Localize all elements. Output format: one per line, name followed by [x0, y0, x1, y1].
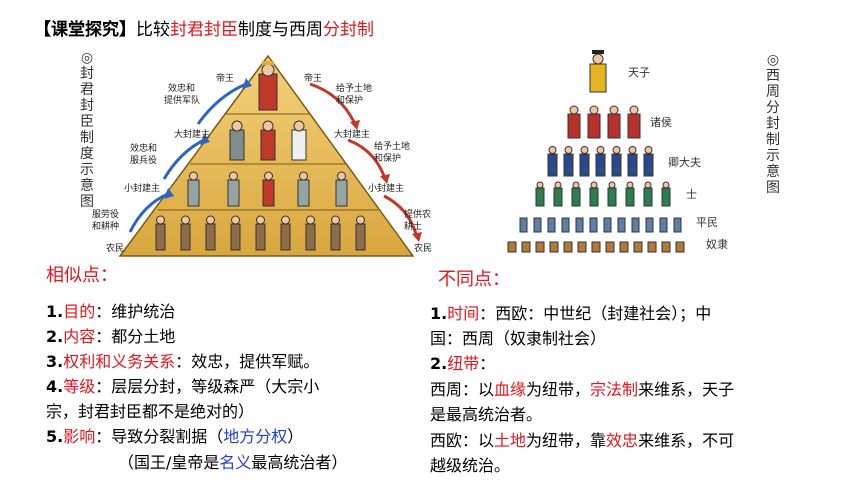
label-peasant-right: 农民 [414, 244, 433, 254]
label-tianzi: 天子 [628, 66, 650, 79]
similar-item-4-cont: 宗，封君封臣都不是绝对的） [46, 402, 255, 421]
feudal-diagram-caption: ◎封君封臣制度示意图 [78, 50, 96, 210]
label-great-lord-left: 大封建主 [174, 130, 211, 140]
label-provide-1: 提供农 [404, 210, 432, 220]
label-minor-lord-right: 小封建主 [368, 184, 405, 194]
label-serve-1: 效忠和 [130, 144, 158, 154]
similar-item-4: 4.等级：层层分封，等级森严（大宗小 [46, 377, 320, 396]
feudal-caption-char: 君 [80, 82, 94, 98]
title-mid: 制度与西周 [238, 20, 323, 40]
nuli-figures [507, 241, 685, 253]
label-emperor-left: 帝王 [216, 74, 235, 84]
qingdafu-figures [547, 146, 654, 177]
different-europe: 西欧：以土地为纽带，靠效忠来维系，不可 [430, 431, 735, 450]
zhou-caption-char: 图 [766, 180, 780, 196]
feudal-caption-char: 图 [80, 194, 94, 210]
different-heading: 不同点： [438, 269, 510, 290]
page-title: 【课堂探究】比较封君封臣制度与西周分封制 [34, 18, 374, 42]
zhou-caption-char: 封 [766, 116, 780, 132]
peasant-figures [155, 215, 366, 251]
label-great-lord-right: 大封建主 [334, 130, 371, 140]
feudal-pyramid-image [118, 54, 422, 257]
label-shi: 士 [686, 188, 697, 201]
label-pingmin: 平民 [696, 216, 718, 229]
zhuhou-figures [567, 105, 641, 139]
minor-lord-figures [187, 171, 348, 207]
zhou-caption-char: 制 [766, 132, 780, 148]
label-labor-1: 服劳役 [92, 210, 120, 220]
zhou-caption-char: 周 [766, 84, 780, 100]
title-term1: 封君封臣 [170, 20, 238, 40]
different-item-2: 2.纽带： [430, 354, 496, 373]
similar-item-5-note: （国王/皇帝是名义最高统治者） [118, 453, 348, 472]
tianzi-figure [589, 50, 607, 93]
zhou-hierarchy-diagram: 天子 诸侯 卿大夫 士 平民 奴隶 [500, 46, 750, 258]
feudal-caption-char: 臣 [80, 114, 94, 130]
label-emperor-right: 帝王 [304, 74, 323, 84]
similar-item-5: 5.影响：导致分裂割据（地方分权） [46, 427, 304, 446]
zhou-caption-char: 分 [766, 100, 780, 116]
different-zhou: 西周：以血缘为纽带，宗法制来维系，天子 [430, 380, 735, 399]
feudal-caption-char: 封 [80, 66, 94, 82]
upward-arrows [128, 82, 247, 233]
pingmin-figures [519, 217, 682, 233]
different-item-1-cont: 国：西周（奴隶制社会） [430, 329, 607, 348]
title-pre: 比较 [136, 20, 170, 40]
great-lord-figures [229, 120, 307, 161]
downward-arrows [309, 82, 418, 235]
different-item-1: 1.时间：西欧：中世纪（封建社会）；中 [430, 304, 712, 323]
label-provide-2: 耕土 [404, 222, 423, 232]
label-nuli: 奴隶 [706, 238, 728, 251]
zhou-hierarchy-image [507, 50, 685, 253]
different-zhou-cont: 是最高统治者。 [430, 405, 543, 424]
zhou-caption-char: 西 [766, 68, 780, 84]
similar-item-1: 1.目的：维护统治 [46, 302, 176, 321]
similar-item-2: 2.内容：都分土地 [46, 327, 176, 346]
title-term2: 分封制 [323, 20, 374, 40]
different-europe-cont: 越级统治。 [430, 456, 511, 475]
similar-item-3: 3.权利和义务关系：效忠，提供军赋。 [46, 352, 320, 371]
feudal-caption-char: 示 [80, 162, 94, 178]
label-grant-3: 给予土地 [374, 142, 411, 152]
zhou-caption-char: 示 [766, 148, 780, 164]
zhou-diagram-caption: ◎西周分封制示意图 [764, 52, 782, 196]
label-loyal-2: 提供军队 [164, 96, 201, 106]
zhou-caption-char: 意 [766, 164, 780, 180]
feudal-caption-char: 意 [80, 178, 94, 194]
feudal-caption-char: ◎ [80, 50, 94, 66]
label-serve-2: 服兵役 [130, 156, 158, 166]
title-bracket: 【课堂探究】 [34, 20, 136, 40]
feudal-pyramid-diagram: 帝王 帝王 效忠和 提供军队 给予土地 和保护 大封建主 大封建主 效忠和 服兵… [78, 44, 438, 264]
feudal-caption-char: 封 [80, 98, 94, 114]
zhou-caption-char: ◎ [766, 52, 780, 68]
similar-heading: 相似点： [46, 265, 118, 286]
label-labor-2: 和耕种 [92, 222, 120, 232]
label-peasant-left: 农民 [106, 244, 125, 254]
label-loyal-1: 效忠和 [168, 84, 196, 94]
feudal-caption-char: 度 [80, 146, 94, 162]
label-minor-lord-left: 小封建主 [124, 184, 161, 194]
label-grant-4: 和保护 [374, 154, 402, 164]
label-zhuhou: 诸侯 [650, 116, 672, 129]
label-grant-1: 给予土地 [336, 84, 373, 94]
shi-figures [535, 181, 671, 207]
king-figure [258, 61, 278, 111]
label-qingdafu: 卿大夫 [668, 156, 701, 169]
feudal-caption-char: 制 [80, 130, 94, 146]
label-grant-2: 和保护 [336, 96, 364, 106]
